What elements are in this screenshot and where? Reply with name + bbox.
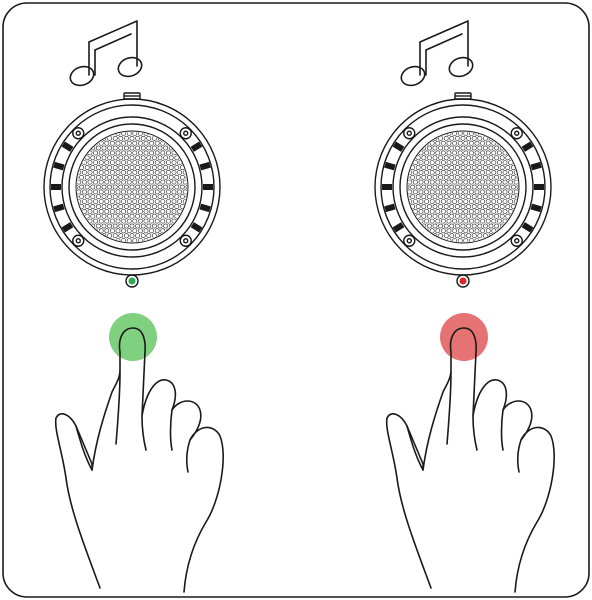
speaker-icon <box>43 92 221 276</box>
pointing-hand-icon <box>385 327 555 593</box>
indicator-light <box>125 274 139 288</box>
music-note-icon <box>400 20 474 87</box>
speaker-icon <box>374 92 552 276</box>
panel-right <box>374 20 555 593</box>
touch-indicator <box>440 313 488 361</box>
music-note-icon <box>69 20 143 87</box>
pointing-hand-icon <box>54 327 224 593</box>
indicator-light <box>456 274 470 288</box>
panel-left <box>43 20 224 593</box>
touch-indicator <box>109 313 157 361</box>
